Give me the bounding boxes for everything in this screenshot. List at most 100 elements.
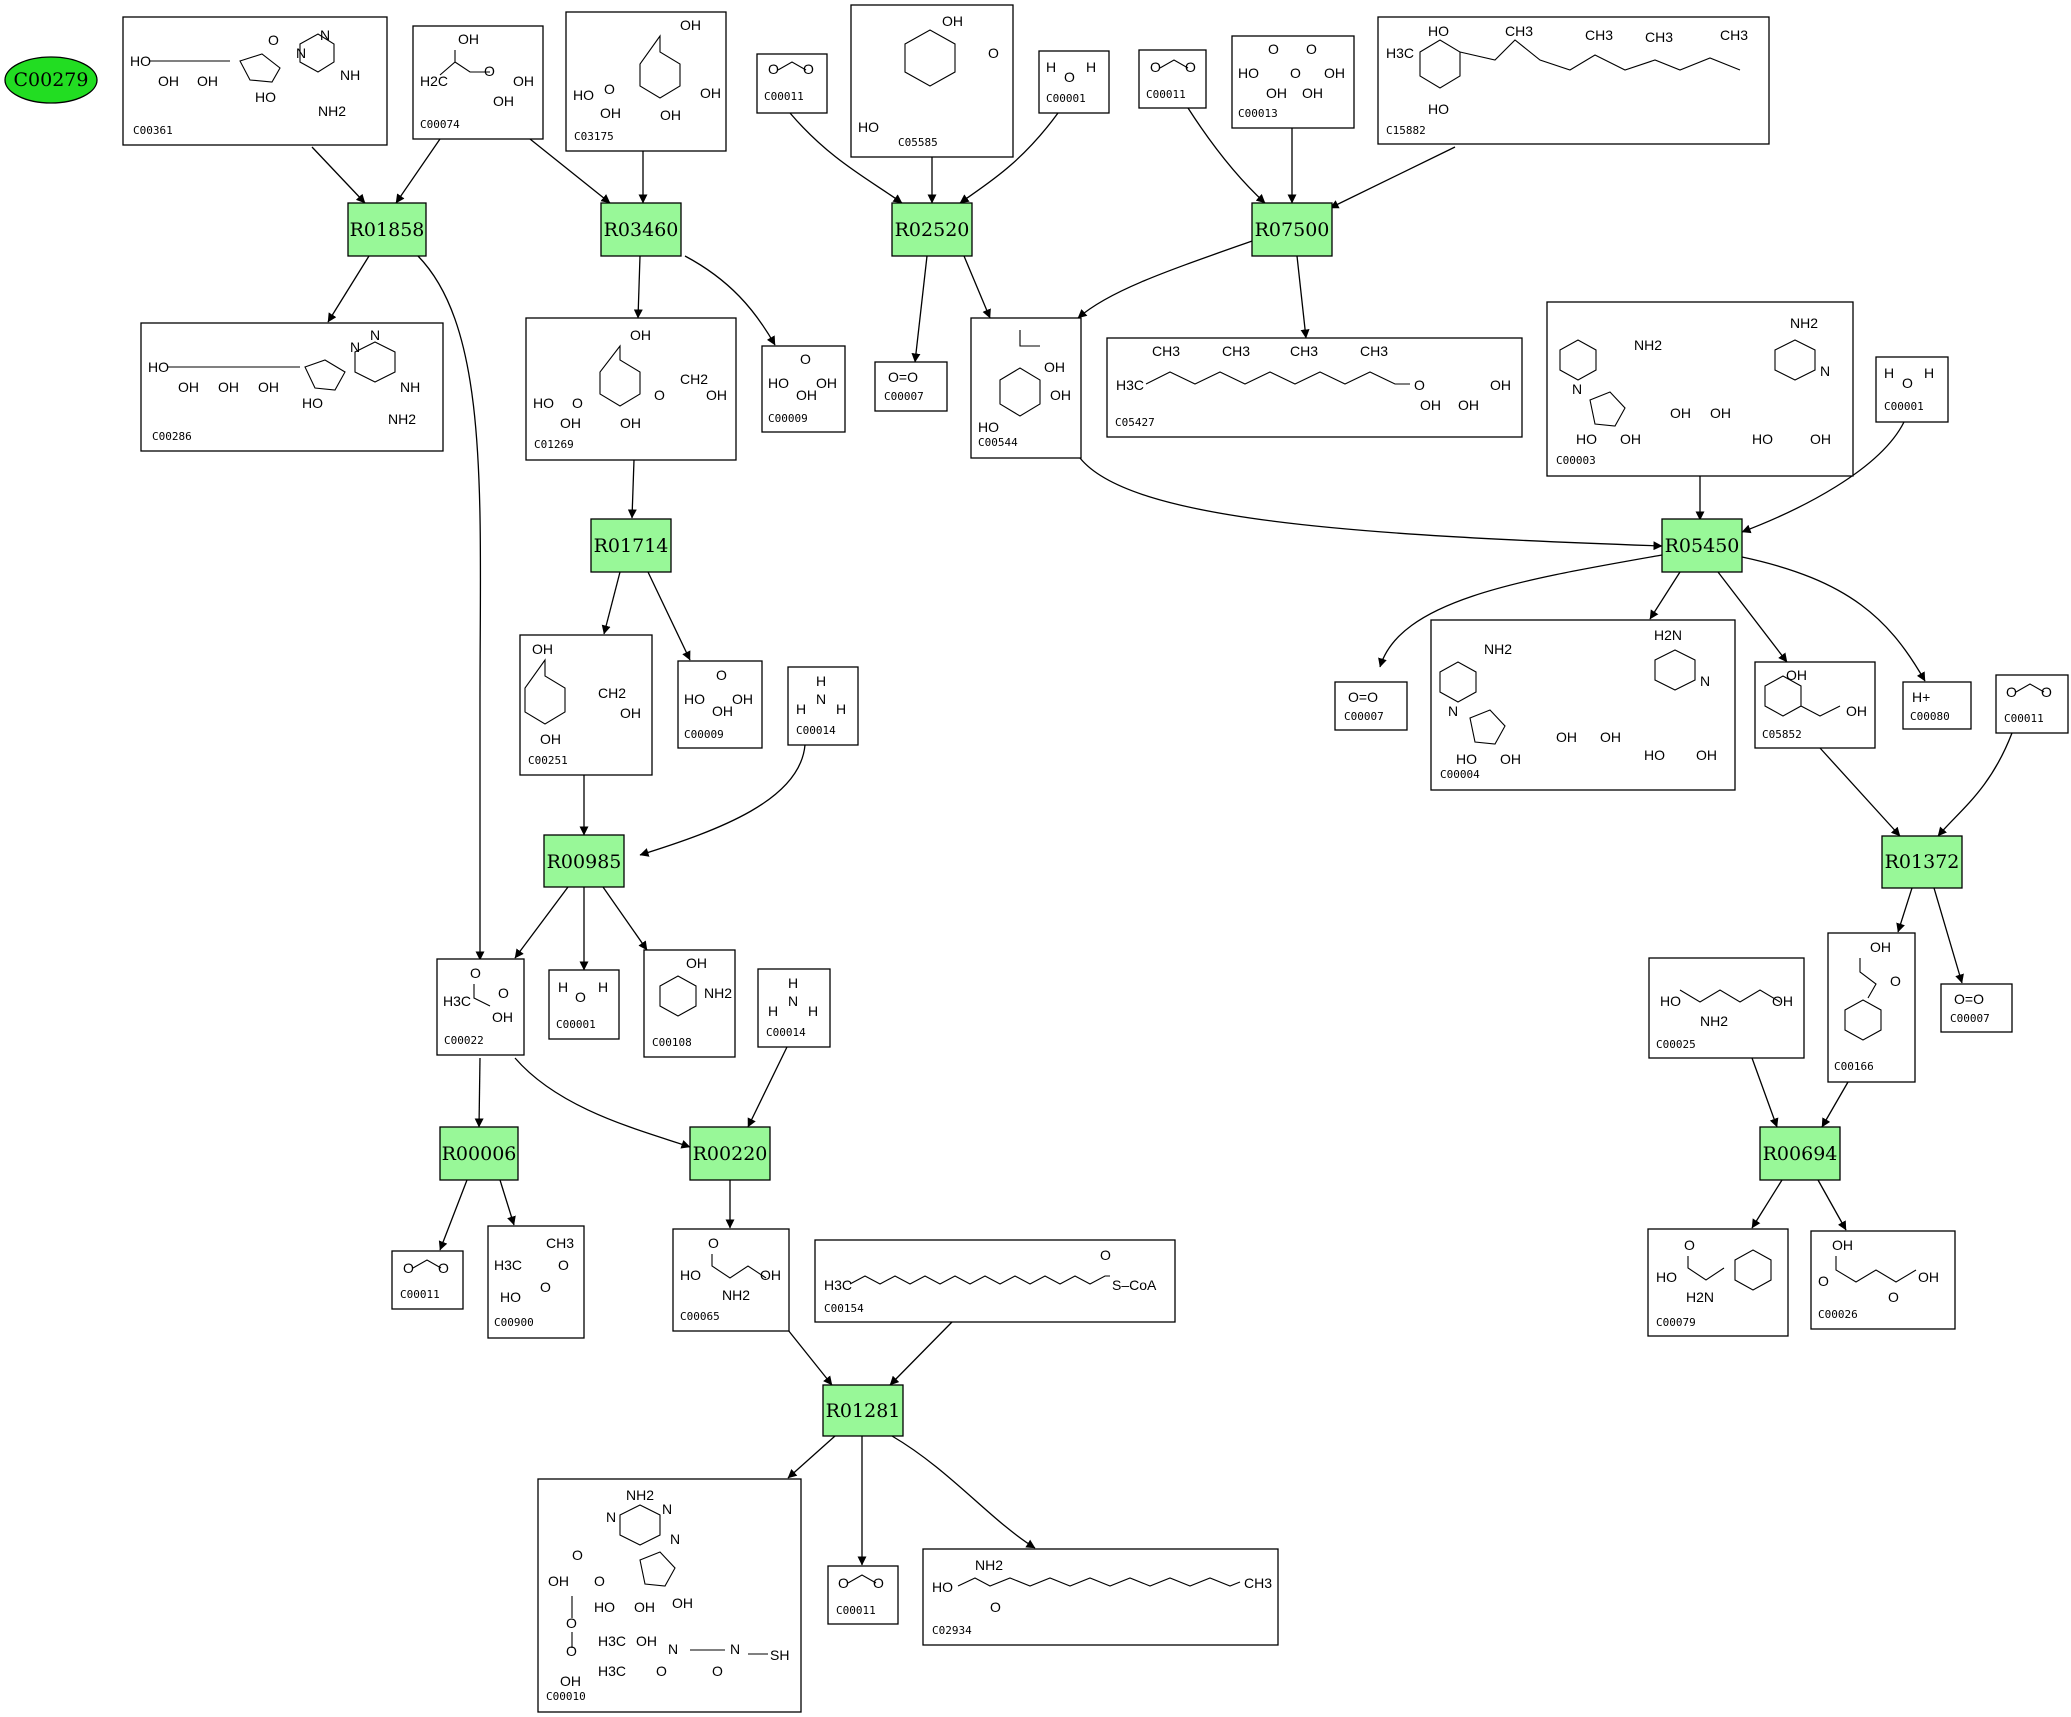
compound-c01269[interactable]: OH O HO OH OH O CH2 OH C01269 [525,317,737,461]
atom-label: OH [458,31,479,47]
structure: NH2 NH2 N HO OH OH OH N HO OH [1559,315,1831,447]
atom-label: H [768,1003,778,1019]
compound-c05427[interactable]: CH3 CH3 CH3 CH3 H3C O OH OH OH C05427 [1106,337,1523,438]
bond-line [571,1596,768,1655]
compound-c00026[interactable]: OH O OH O C00026 [1810,1230,1956,1330]
compound-c02934[interactable]: NH2 HO O CH3 C02934 [922,1548,1279,1646]
compound-box [1902,681,1972,730]
compound-c00013[interactable]: O O HO O OH OH OH C00013 [1231,35,1355,129]
atom-label: OH [1870,939,1891,955]
atom-label: OH [1490,377,1511,393]
start-node-label: C00279 [14,69,89,91]
compound-c00544[interactable]: OH OH HO C00544 [970,317,1082,459]
reaction-r01714[interactable]: R01714 [590,518,672,573]
compound-c00166[interactable]: OH O C00166 [1827,932,1916,1083]
compound-c00108[interactable]: OH NH2 C00108 [643,949,736,1058]
edge-r02520-c00544 [963,255,991,319]
compound-c05585[interactable]: OH O HO C05585 [850,4,1014,158]
compound-c00011a[interactable]: O O C00011 [756,53,828,114]
atom-label: O [403,1260,414,1276]
reaction-r01281[interactable]: R01281 [822,1384,904,1437]
atom-label: O=O [888,369,918,385]
reaction-r05450[interactable]: R05450 [1661,518,1743,573]
compound-c00014b[interactable]: H N H H C00014 [757,968,831,1048]
compound-c00251[interactable]: OH CH2 OH OH C00251 [519,634,653,776]
compound-c00154[interactable]: H3C O S–CoA C00154 [814,1239,1176,1323]
edge-c00022-r00220 [514,1057,691,1149]
atom-label: OH [1810,431,1831,447]
bond-line [639,1551,676,1587]
reaction-box [600,202,682,257]
compound-c00011d[interactable]: O O C00011 [391,1250,464,1310]
atom-label: N [730,1641,740,1657]
compound-c03175[interactable]: OH O HO OH OH OH C03175 [565,11,727,152]
start-node[interactable]: C00279 [4,56,98,104]
reaction-r07500[interactable]: R07500 [1251,202,1333,257]
compound-c00011b[interactable]: O O C00011 [1138,49,1207,109]
reaction-r00006[interactable]: R00006 [439,1126,519,1181]
compound-c00074[interactable]: OH H2C O OH OH C00074 [412,25,544,140]
compound-c00025[interactable]: HO OH NH2 C00025 [1648,957,1805,1059]
reaction-r01372[interactable]: R01372 [1881,835,1963,889]
atom-label: NH2 [1700,1013,1728,1029]
bond-line [599,344,641,407]
reaction-r00220[interactable]: R00220 [689,1126,771,1181]
compound-c00080[interactable]: H+ C00080 [1902,681,1972,730]
compound-c00003[interactable]: NH2 NH2 N HO OH OH OH N HO OH C00003 [1546,301,1854,477]
compound-c00009a[interactable]: O HO OH OH C00009 [761,345,846,433]
reaction-r00694[interactable]: R00694 [1759,1126,1841,1181]
bond-line [1459,39,1741,71]
compound-c00001c[interactable]: H O H C00001 [548,969,620,1040]
compound-c00022[interactable]: O H3C O OH C00022 [436,958,525,1056]
compound-c00007a[interactable]: O=O C00007 [874,361,948,412]
compound-box [412,25,544,140]
compound-c00001b[interactable]: H O H C00001 [1875,356,1949,423]
structure: NH2 HO O CH3 [932,1557,1272,1615]
compound-box [922,1548,1279,1646]
compound-c00361[interactable]: HO OH OH O HO N NH NH2 N C00361 [122,16,388,146]
reaction-r03460[interactable]: R03460 [600,202,682,257]
atom-label: OH [636,1633,657,1649]
bond-line [299,33,335,73]
compound-id: C02934 [932,1624,972,1637]
compound-c05852[interactable]: OH OH C05852 [1754,661,1876,749]
compound-c00009b[interactable]: O HO OH OH C00009 [677,660,763,749]
compound-c00079[interactable]: O HO H2N C00079 [1647,1228,1789,1337]
compound-c00286[interactable]: HO OH OH OH HO N NH NH2 N C00286 [140,322,444,452]
compound-c00011e[interactable]: O O C00011 [827,1565,899,1625]
bond-line [524,658,566,725]
compound-box [1647,1228,1789,1337]
reaction-r02520[interactable]: R02520 [891,202,973,257]
structure: OH OH HO [978,330,1071,435]
compound-c00010[interactable]: NH2 N N N O OH O HO OH OH O O H3C OH H3C… [537,1478,802,1713]
atom-label: HO [1428,101,1449,117]
edge-c00074-r01858 [395,138,441,204]
edge-c00011b-r07500 [1187,107,1266,204]
atom-label: OH [1266,85,1287,101]
reaction-r00985[interactable]: R00985 [543,834,625,888]
compound-box [761,345,846,433]
compound-c00001a[interactable]: H O H C00001 [1038,50,1110,114]
edge-r00985-c00022 [514,886,569,959]
atom-label: CH3 [1720,27,1748,43]
structure: HO OH OH OH HO N NH NH2 N [148,327,420,427]
compound-c15882[interactable]: HO H3C HO CH3 CH3 CH3 CH3 C15882 [1377,16,1770,145]
structure: OH O HO OH OH OH [573,17,721,123]
compound-box [525,317,737,461]
compound-id: C05585 [898,136,938,149]
compound-c00014a[interactable]: H N H H C00014 [787,666,859,746]
bond-line [1654,649,1696,691]
compound-c00007b[interactable]: O=O C00007 [1334,681,1408,731]
compound-c00007c[interactable]: O=O C00007 [1940,983,2013,1033]
compound-c00065[interactable]: O HO OH NH2 C00065 [672,1228,790,1332]
edge-r05450-c00007b [1378,554,1663,668]
compound-box [1138,49,1207,109]
compound-c00004[interactable]: NH2 H2N N HO OH OH OH N HO OH C00004 [1430,619,1736,791]
compound-c00900[interactable]: CH3 H3C O HO O C00900 [487,1225,585,1339]
compound-c00011c[interactable]: O O C00011 [1995,674,2069,734]
atom-label: NH [400,379,420,395]
atom-label: HO [573,87,594,103]
atom-label: OH [1302,85,1323,101]
edge-r01858-c00286 [327,255,370,323]
reaction-r01858[interactable]: R01858 [347,202,427,257]
